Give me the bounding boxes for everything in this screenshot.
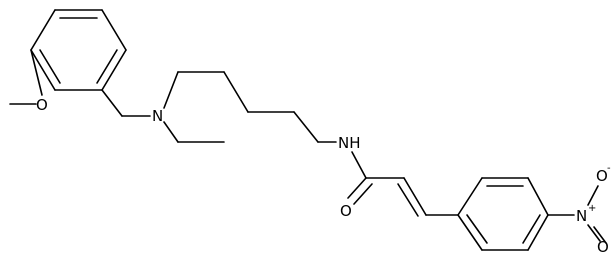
methoxy-group: O <box>9 49 48 114</box>
nitro-oxygen-top-label: O <box>596 167 608 185</box>
nitro-nitrogen-charge: + <box>588 203 596 214</box>
methoxy-oxygen-label: O <box>36 96 48 114</box>
pentyl-chain <box>163 71 337 143</box>
nitrophenyl-ring <box>457 177 549 251</box>
amine-nitrogen-label: N <box>152 107 163 125</box>
alkene-linker <box>365 177 459 217</box>
amide-nh-label: NH <box>338 134 361 152</box>
carbonyl-oxygen-label: O <box>340 202 352 220</box>
benzyl-linker <box>101 89 151 117</box>
nitro-group <box>547 185 607 244</box>
nitro-oxygen-top-charge: - <box>607 163 611 174</box>
nitro-nitrogen-label: N <box>576 207 587 225</box>
ethyl-group <box>163 121 225 143</box>
methoxyphenyl-ring <box>30 9 127 91</box>
nitro-oxygen-bottom-label: O <box>597 238 609 254</box>
amide-carbonyl <box>347 151 373 205</box>
